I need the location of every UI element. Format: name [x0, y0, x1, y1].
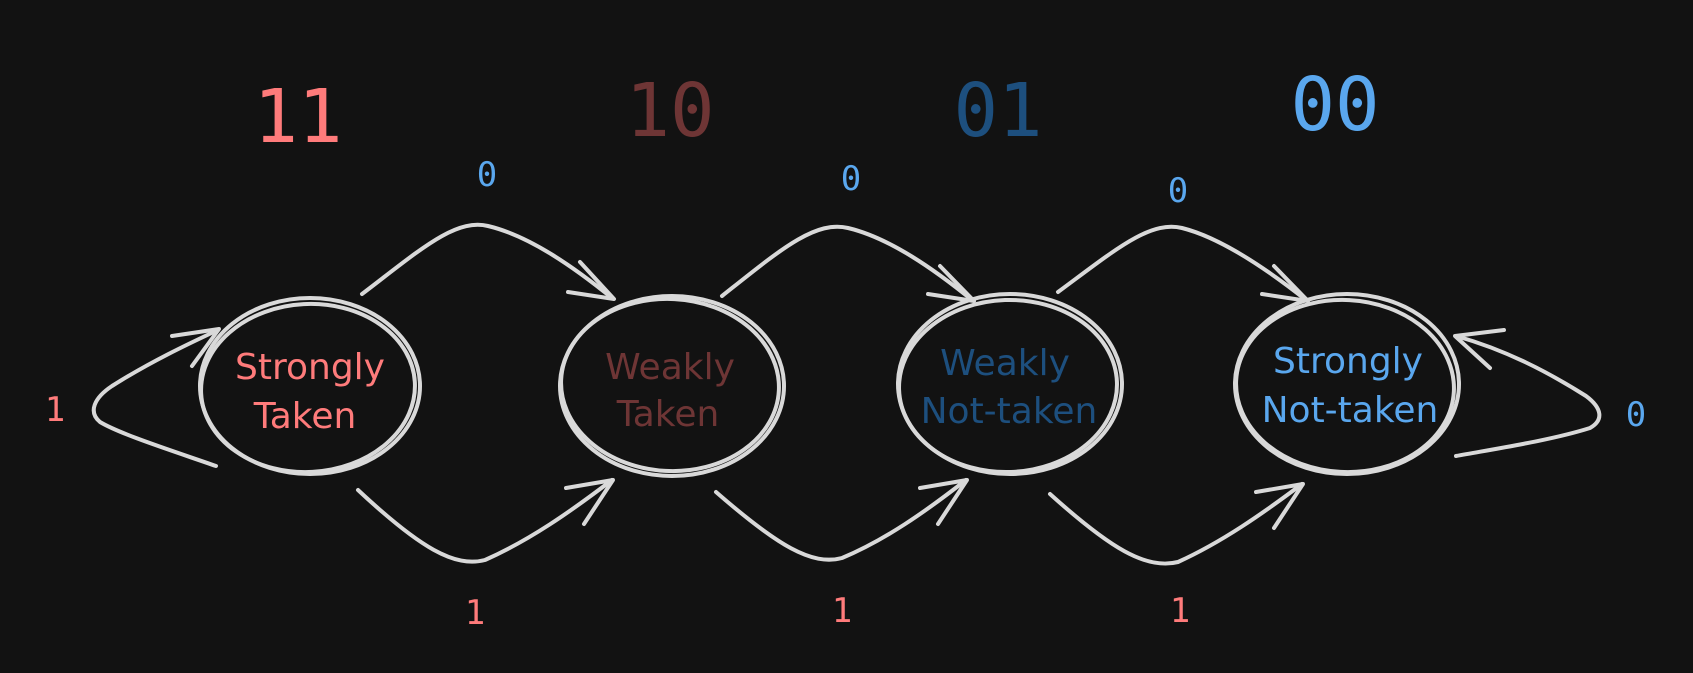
transition-arrow-bottom-3	[1048, 482, 1305, 566]
state-label-weakly-taken-line1: Weakly	[605, 347, 735, 388]
edge-label-bottom-1: 1	[465, 593, 485, 633]
state-node-strongly-not-taken	[1233, 292, 1461, 476]
transition-arrow-top-3	[1056, 224, 1310, 303]
state-label-strongly-not-taken-line1: Strongly	[1273, 341, 1423, 382]
edge-label-top-1: 0	[477, 155, 497, 195]
transition-arrow-top-2	[720, 224, 976, 303]
state-code-10: 10	[625, 68, 714, 154]
state-label-weakly-not-taken-line1: Weakly	[940, 343, 1070, 384]
state-code-01: 01	[953, 68, 1042, 154]
self-loop-left-arrow	[91, 327, 221, 468]
state-code-00: 00	[1290, 62, 1379, 148]
transition-arrow-bottom-2	[714, 478, 969, 562]
edge-label-bottom-3: 1	[1170, 591, 1190, 631]
edge-label-self-right: 0	[1626, 395, 1646, 435]
edge-label-bottom-2: 1	[832, 591, 852, 631]
edge-label-top-3: 0	[1168, 171, 1188, 211]
state-node-strongly-taken	[198, 296, 422, 476]
state-label-weakly-taken-line2: Taken	[616, 394, 720, 435]
state-label-strongly-taken-line2: Taken	[253, 396, 357, 437]
state-label-strongly-not-taken-line2: Not-taken	[1262, 390, 1439, 431]
self-loop-right-arrow	[1453, 328, 1602, 458]
transition-arrow-bottom-1	[356, 478, 615, 564]
state-node-weakly-taken	[558, 294, 786, 478]
state-node-weakly-not-taken	[896, 292, 1124, 476]
edge-label-self-left: 1	[45, 390, 65, 430]
edge-label-top-2: 0	[841, 159, 861, 199]
state-label-strongly-taken-line1: Strongly	[235, 347, 385, 388]
transition-arrow-top-1	[360, 222, 616, 301]
state-label-weakly-not-taken-line2: Not-taken	[921, 391, 1098, 432]
state-code-11: 11	[253, 74, 342, 160]
